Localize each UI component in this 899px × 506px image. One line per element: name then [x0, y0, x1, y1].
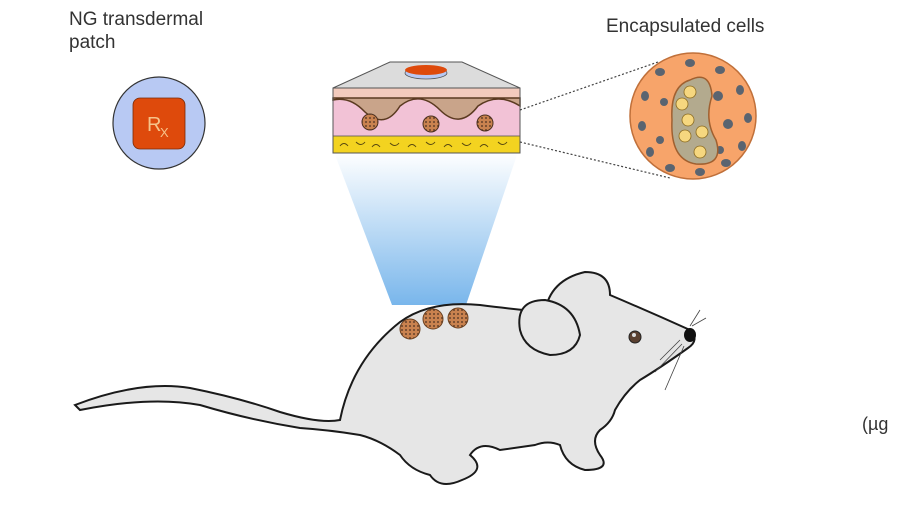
- zoom-line-bottom: [519, 141, 671, 179]
- patch-drug-core: [132, 97, 186, 150]
- capsule-illustration: [629, 52, 757, 180]
- cells: [675, 85, 709, 159]
- mouse-implant: [447, 307, 469, 329]
- patch-label: NG transdermal patch: [69, 8, 203, 54]
- mouse: [73, 270, 707, 485]
- rx-symbol: R: [147, 114, 161, 136]
- mouse-whiskers: [654, 309, 707, 391]
- mouse-implant: [399, 318, 421, 340]
- mouse-implant: [422, 308, 444, 330]
- epidermis-layer: [332, 87, 521, 99]
- capsule-pores: [638, 59, 752, 176]
- light-beam: [334, 152, 518, 305]
- mouse-ear: [518, 298, 582, 357]
- mouse-nose: [684, 328, 696, 342]
- patch-icon: R X: [112, 76, 206, 170]
- skin-implant: [422, 115, 440, 133]
- skin-implant: [476, 114, 494, 132]
- patch-label-line-1: NG transdermal: [69, 9, 204, 30]
- cross-section-border: [332, 87, 521, 154]
- fat-texture: [339, 141, 508, 148]
- zoom-line-top: [519, 61, 659, 111]
- skin-implant: [361, 113, 379, 131]
- encapsulated-cells-label: Encapsulated cells: [606, 16, 765, 37]
- unit-label-fragment: (µg: [862, 414, 889, 434]
- patch-drug-layer: [405, 65, 447, 75]
- rx-subscript: X: [160, 125, 169, 140]
- mouse-eye: [628, 330, 642, 344]
- dermal-wave: [332, 97, 521, 121]
- patch-label-line-2: patch: [69, 32, 116, 53]
- skin-cross-section: [332, 61, 521, 154]
- mouse-body: [73, 270, 696, 485]
